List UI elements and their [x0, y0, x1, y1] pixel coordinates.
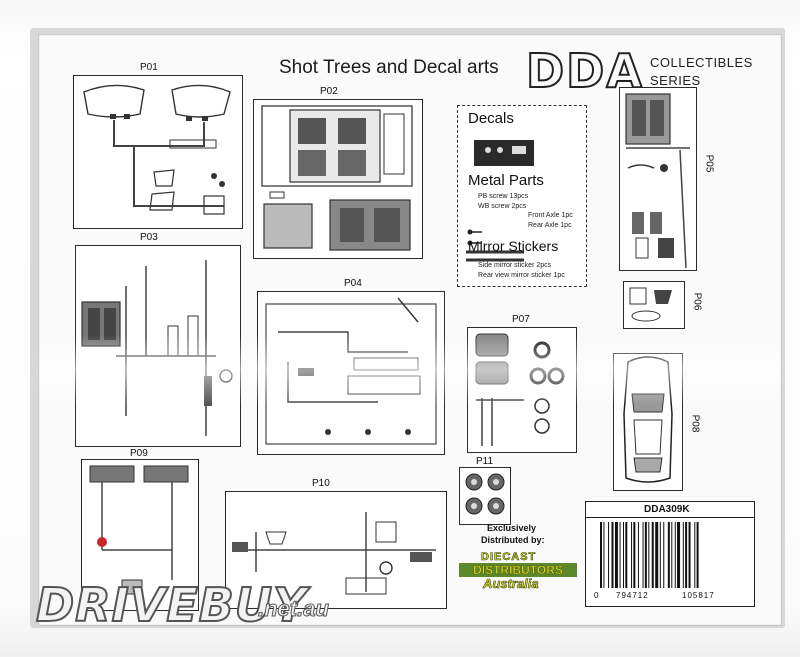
barcode-label: DDA309K 0 794712 105817 — [585, 501, 755, 607]
rear-axle-label: Rear Axle 1pc — [528, 222, 572, 229]
decals-heading: Decals — [468, 110, 514, 127]
barcode-bars — [600, 522, 699, 588]
front-axle-label: Front Axle 1pc — [528, 212, 573, 219]
panel-label: P11 — [476, 456, 494, 467]
distributor-logo-top: DIECAST — [481, 551, 537, 564]
distributor-logo: DIECAST DISTRIBUTORS Australia — [459, 551, 577, 591]
pb-screw-label: PB screw 13pcs — [478, 193, 529, 200]
barcode-divider — [586, 517, 754, 518]
watermark: DRIVEBUY .net.au — [35, 577, 366, 638]
sprue-drawing — [83, 84, 231, 215]
panel-label: P08 — [689, 414, 701, 433]
sprue-drawing — [261, 105, 413, 251]
sprue-drawing — [89, 465, 189, 595]
sprue-drawing — [625, 93, 690, 269]
product-code: DDA309K — [644, 504, 690, 515]
sprue-drawing — [81, 260, 233, 436]
panel-p06: P06 — [623, 281, 702, 329]
distributor-logo-mid: DISTRIBUTORS — [459, 563, 577, 577]
barcode-digits-left: 794712 — [616, 591, 649, 600]
wheel-sprue-drawing — [465, 473, 505, 515]
watermark-main: DRIVEBUY — [35, 577, 308, 633]
sprue-drawing — [629, 287, 672, 322]
decal-sheet-drawing — [466, 140, 534, 262]
panel-label: P10 — [312, 478, 330, 489]
included-parts-box: Decals Metal Parts PB screw 13pcs WB scr… — [457, 105, 587, 287]
barcode-digit-lead: 0 — [594, 591, 599, 600]
panel-label: P02 — [320, 86, 338, 97]
brand-line1: COLLECTIBLES — [650, 55, 753, 70]
panel-p04: P04 — [257, 278, 445, 455]
box-title: Shot Trees and Decal arts — [279, 57, 499, 78]
distributor-line1: Exclusively — [487, 523, 537, 533]
panel-p09: P09 — [81, 448, 199, 611]
panel-p08: P08 — [613, 353, 700, 491]
panel-label: P04 — [344, 278, 362, 289]
mirror-stickers-heading: Mirror Stickers — [468, 238, 559, 254]
panel-p03: P03 — [75, 232, 241, 447]
panel-label: P01 — [140, 62, 158, 73]
panel-p07: P07 — [467, 314, 577, 453]
panel-p11: P11 — [459, 456, 511, 525]
rear-mirror-label: Rear view mirror sticker 1pc — [478, 272, 565, 279]
watermark-tld: .net.au — [258, 596, 330, 622]
sprue-drawing — [265, 297, 437, 445]
panel-label: P03 — [140, 232, 158, 243]
side-mirror-label: Side mirror sticker 2pcs — [478, 262, 552, 269]
metal-parts-heading: Metal Parts — [468, 172, 544, 189]
wb-screw-label: WB screw 2pcs — [478, 203, 527, 210]
panel-p05: P05 — [619, 87, 714, 271]
sprue-drawing — [475, 333, 565, 446]
barcode-digits-right: 105817 — [682, 591, 715, 600]
distributor-logo-bottom: Australia — [483, 576, 539, 592]
car-body-drawing — [623, 356, 673, 483]
sprue-drawing — [232, 512, 436, 595]
panel-p01: P01 — [73, 62, 243, 229]
distributor-block: Exclusively Distributed by: DIECAST DIST… — [459, 521, 579, 601]
packaging-box: Shot Trees and Decal arts DDA COLLECTIBL… — [38, 34, 782, 626]
panel-label: P09 — [130, 448, 148, 459]
brand-line2: SERIES — [650, 73, 701, 88]
panel-label: P05 — [703, 154, 715, 173]
panel-p10: P10 — [225, 478, 447, 609]
panel-label: P07 — [512, 314, 530, 325]
panel-p02: P02 — [253, 86, 423, 259]
distributor-line2: Distributed by: — [481, 535, 545, 545]
panel-label: P06 — [691, 292, 703, 311]
